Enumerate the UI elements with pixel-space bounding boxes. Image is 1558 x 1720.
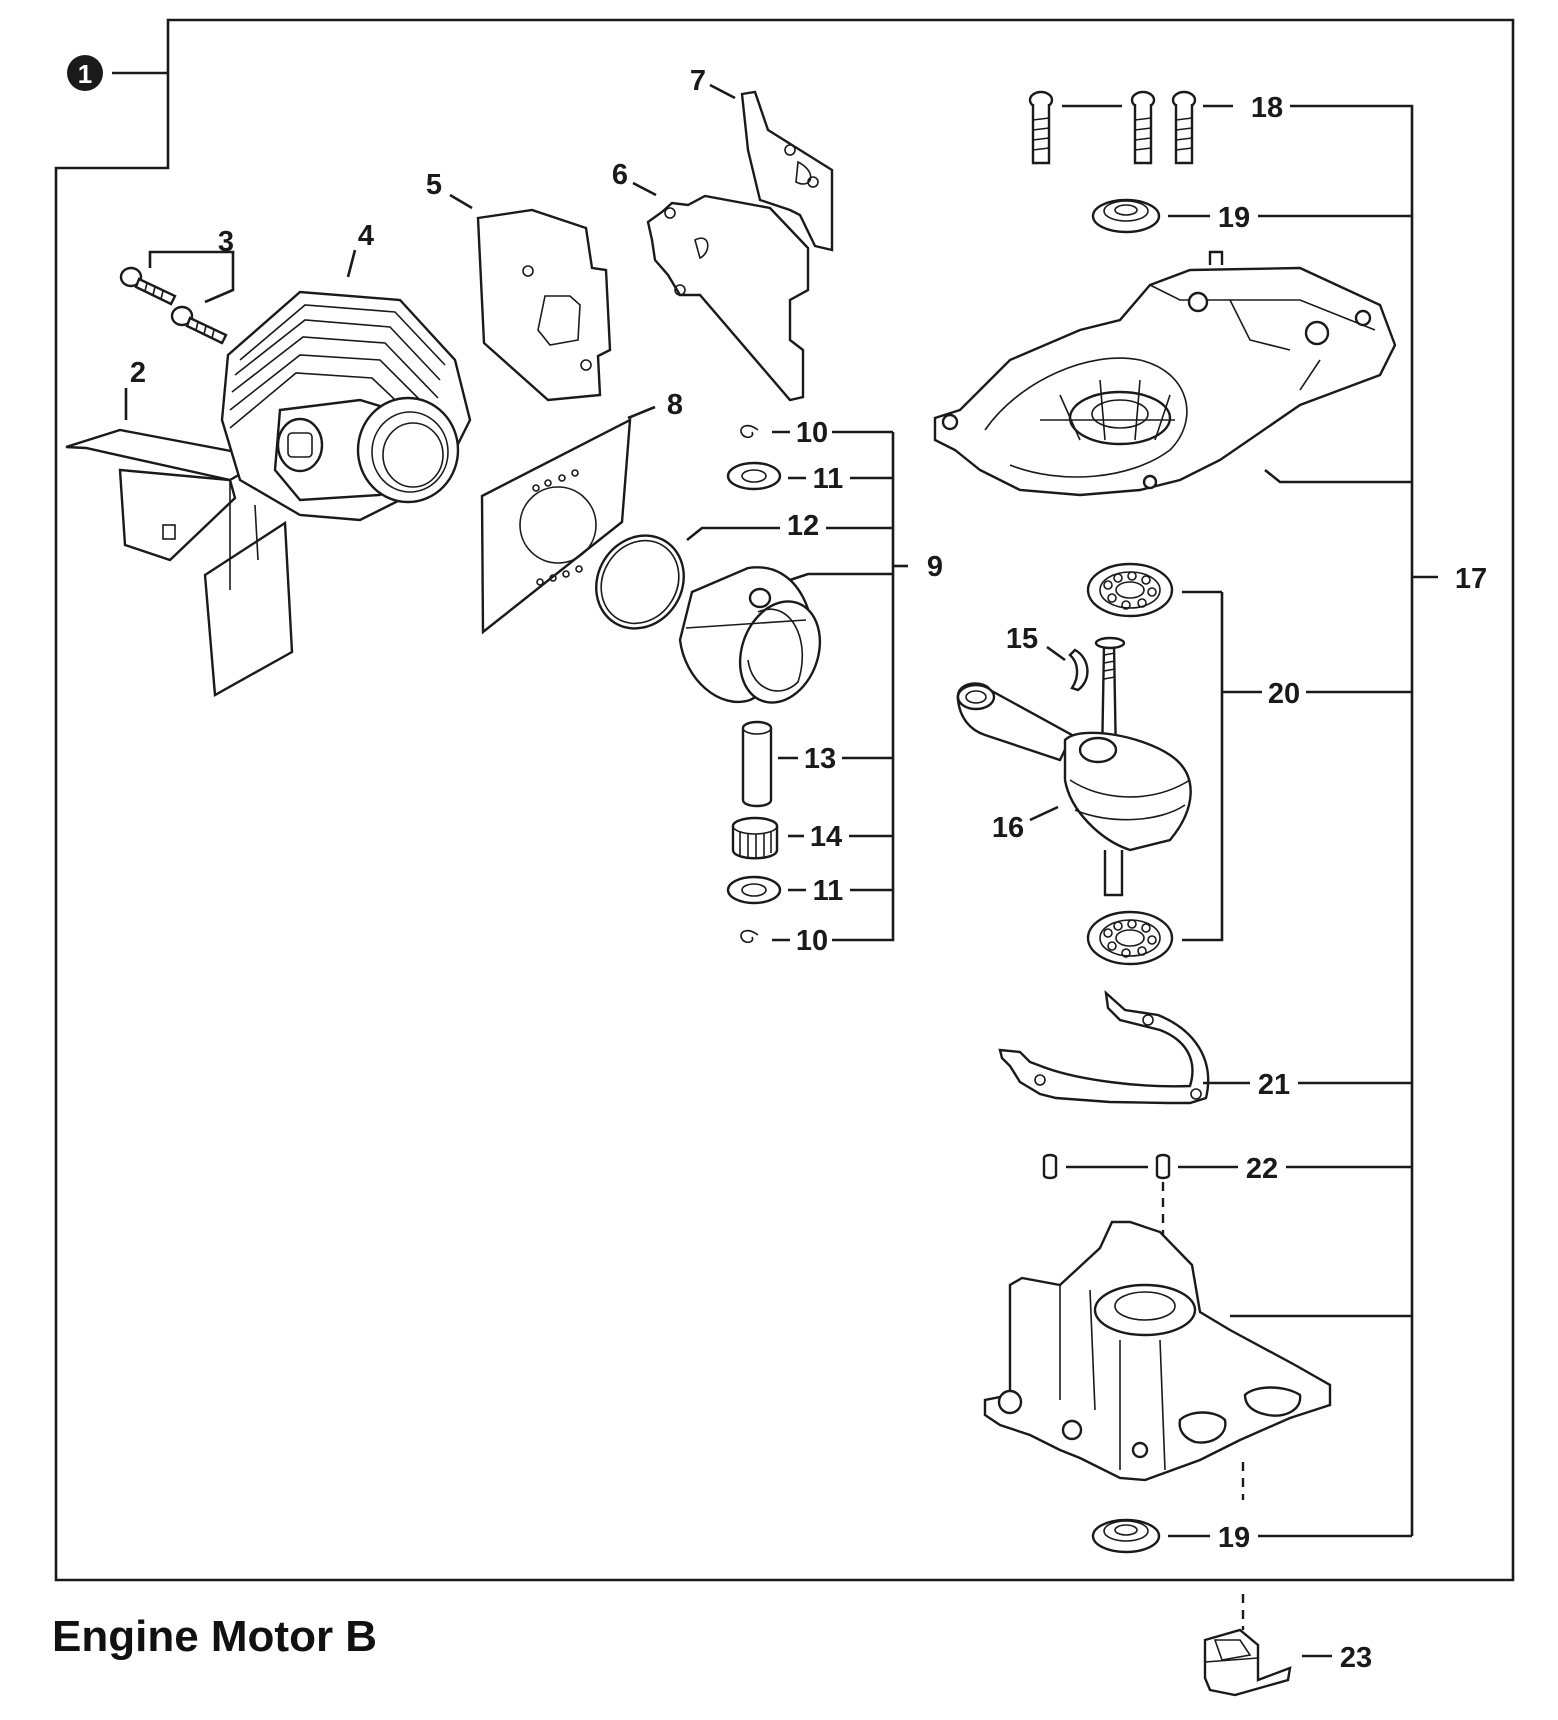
group-number-badge [67,55,103,91]
part-10-circlip-bottom [740,929,759,944]
part-4-cylinder [220,290,472,522]
part-23-mount-block [1203,1628,1292,1697]
part-20-bearing-bottom [1086,910,1174,966]
part-10-circlip-top [740,424,759,439]
part-6-intake-gasket [646,194,810,402]
callout-18: 18 [1251,92,1283,124]
part-crankcase-half-lower [983,1220,1332,1482]
callout-20: 20 [1268,678,1300,710]
callout-8: 8 [667,389,683,421]
part-15-woodruff-key [1068,648,1089,692]
group-frame [54,18,1515,1582]
part-19-oil-seal-bottom [1091,1518,1161,1554]
part-21-crankcase-gasket [998,989,1210,1105]
group-number: 1 [78,59,92,89]
part-5-exhaust-gasket [476,208,612,402]
callout-10-bottom: 10 [796,925,828,957]
callout-5: 5 [426,169,442,201]
part-piston [678,566,822,704]
part-19-oil-seal-top [1091,198,1161,234]
callout-10-top: 10 [796,417,828,449]
callout-2: 2 [130,357,146,389]
callout-12: 12 [787,510,819,542]
part-3-cylinder-screws [119,266,228,345]
callout-19-bottom: 19 [1218,1522,1250,1554]
callout-6: 6 [612,159,628,191]
callout-17: 17 [1455,563,1487,595]
part-11-washer-top [726,461,782,491]
callout-21: 21 [1258,1069,1290,1101]
part-12-piston-ring [595,534,685,630]
part-14-needle-bearing [731,816,779,860]
part-18-crankcase-screws [1028,90,1197,165]
callout-23: 23 [1340,1642,1372,1674]
callout-15: 15 [1006,623,1038,655]
callout-3: 3 [218,226,234,258]
part-7-insulator-plate [740,90,834,252]
part-22-dowel-pins [1042,1153,1171,1180]
callout-14: 14 [810,821,842,853]
part-13-piston-pin [741,720,773,808]
part-8-base-gasket [480,417,632,635]
callout-9: 9 [927,551,943,583]
callout-19-top: 19 [1218,202,1250,234]
page-title: Engine Motor B [52,1612,378,1661]
callout-16: 16 [992,812,1024,844]
callout-11-bottom: 11 [813,875,844,907]
part-16-crankshaft [956,636,1192,897]
part-crankcase-half-upper [933,250,1397,497]
part-20-bearing-top [1086,562,1174,618]
callout-13: 13 [804,743,836,775]
callout-7: 7 [690,65,706,97]
callout-4: 4 [358,220,374,252]
callout-22: 22 [1246,1153,1278,1185]
callout-11-top: 11 [813,463,844,495]
part-11-washer-bottom [726,875,782,905]
